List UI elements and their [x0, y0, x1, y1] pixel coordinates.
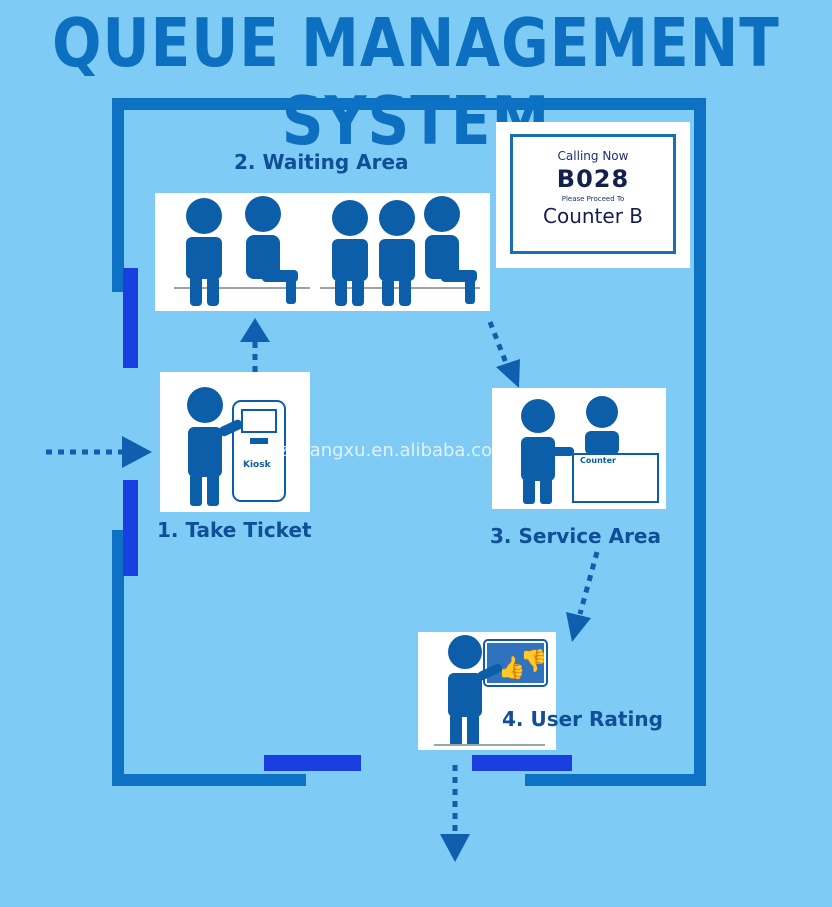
flow-arrows [46, 321, 600, 835]
thumbs-up-icon: 👍 [498, 655, 525, 681]
arrow-to-waiting-head [240, 318, 270, 342]
rating-illustration: 👍 👎 [434, 635, 548, 746]
waiting-person-5 [424, 196, 477, 304]
calling-sign-frame: Calling Now B028 Please Proceed To Count… [510, 134, 676, 254]
counter-label: Counter [580, 456, 616, 465]
door-bar-entrance [123, 480, 138, 576]
arrow-to-service-head [496, 359, 520, 388]
building-walls [112, 98, 706, 786]
arrow-heads [122, 318, 591, 862]
waiting-person-1 [186, 198, 222, 306]
watermark: gzshangxu.en.alibaba.com [268, 440, 510, 461]
sign-ticket-number: B028 [556, 165, 630, 193]
service-customer-figure [521, 399, 574, 504]
arrow-entry-head [122, 436, 152, 468]
step-waiting-area-label: 2. Waiting Area [234, 150, 409, 174]
service-clerk-figure [585, 396, 619, 455]
sign-calling-text: Calling Now [557, 149, 629, 163]
rating-user-figure [448, 635, 503, 746]
door-bars [123, 268, 572, 771]
arrow-to-rating-line [577, 551, 600, 615]
kiosk-illustration [187, 387, 286, 506]
wall-lower [112, 530, 306, 786]
arrow-exit-head [440, 834, 470, 862]
arrow-to-rating-head [566, 612, 591, 642]
door-bar-top-left [123, 268, 138, 368]
waiting-person-3 [332, 200, 368, 306]
arrow-to-service-line [487, 321, 511, 369]
wall-upper [112, 98, 706, 786]
step-user-rating-label: 4. User Rating [502, 707, 663, 731]
step-take-ticket-label: 1. Take Ticket [157, 518, 312, 542]
kiosk-user-figure [187, 387, 243, 506]
sign-counter-text: Counter B [543, 204, 643, 228]
calling-sign: Calling Now B028 Please Proceed To Count… [496, 122, 690, 268]
door-bar-exit [472, 755, 572, 771]
thumbs-down-icon: 👎 [520, 648, 547, 674]
waiting-person-2 [245, 196, 298, 304]
step-service-area-label: 3. Service Area [490, 524, 661, 548]
waiting-person-4 [379, 200, 415, 306]
page-title: QUEUE MANAGEMENT SYSTEM [52, 3, 780, 161]
sign-proceed-text: Please Proceed To [561, 195, 625, 203]
waiting-area-illustration [174, 196, 480, 306]
door-bar-bottom-left [264, 755, 361, 771]
kiosk-label: Kiosk [243, 460, 271, 470]
service-illustration [521, 396, 659, 504]
